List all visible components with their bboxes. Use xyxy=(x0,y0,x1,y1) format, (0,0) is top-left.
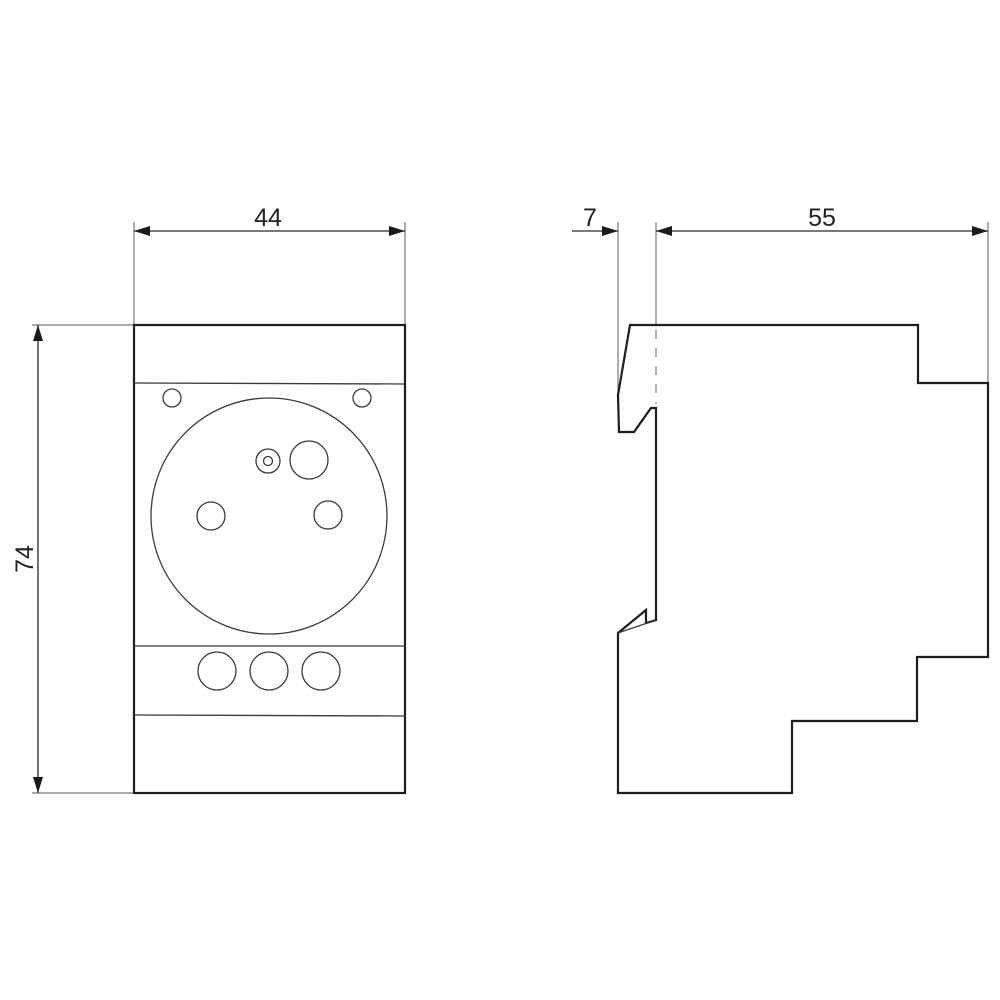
side-profile-outline xyxy=(616,323,990,795)
terminal-hole-1 xyxy=(197,651,237,691)
side-view: 7 55 xyxy=(572,204,990,795)
terminal-hole-3 xyxy=(301,651,341,691)
indicator-outer-ring xyxy=(255,448,281,474)
screw-hole-right xyxy=(352,388,372,408)
socket-face-circle xyxy=(150,397,388,635)
rail-clip-value: 7 xyxy=(583,204,597,232)
front-top-band-line xyxy=(133,382,406,385)
height-value: 74 xyxy=(11,545,39,573)
depth-value: 55 xyxy=(808,204,836,232)
screw-hole-left xyxy=(162,388,182,408)
pin-hole-right xyxy=(313,500,343,530)
width-dimension: 44 xyxy=(133,204,406,325)
pin-hole-left xyxy=(196,501,226,531)
terminal-hole-2 xyxy=(249,651,289,691)
width-value: 44 xyxy=(254,204,282,232)
height-dimension: 74 xyxy=(11,324,134,794)
earth-pin-hole xyxy=(289,440,329,480)
indicator-inner-dot xyxy=(262,455,274,467)
rail-clip-lower-edge xyxy=(617,619,657,634)
front-housing xyxy=(132,323,407,795)
front-lower-band-line xyxy=(133,714,406,717)
depth-dimensions: 7 55 xyxy=(572,204,989,410)
front-view: 44 74 xyxy=(11,204,407,795)
